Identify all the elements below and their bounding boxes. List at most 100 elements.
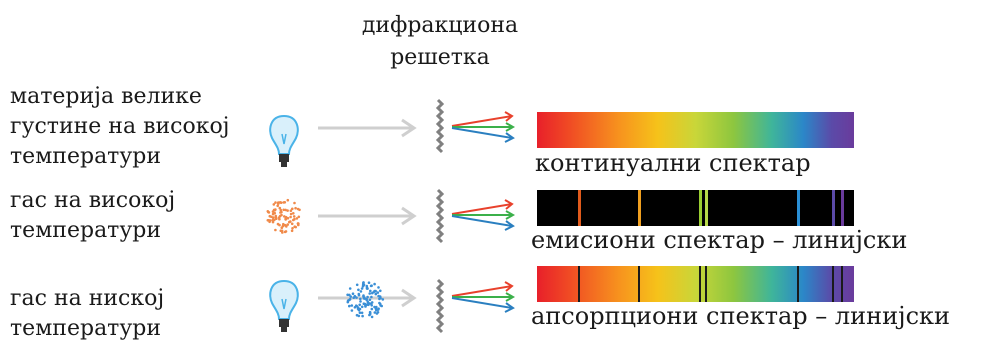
gas-particle: [293, 201, 296, 205]
gas-particle: [366, 300, 370, 304]
gas-particle: [369, 289, 372, 293]
gas-particle: [353, 306, 357, 309]
gas-particle: [286, 209, 289, 212]
row1-label: материја велике густине на високој темпе…: [10, 82, 230, 172]
gas-particle: [373, 305, 376, 309]
gas-particle: [273, 218, 276, 222]
gas-particle: [350, 309, 354, 312]
gas-particle: [266, 210, 270, 213]
absorption-line: [638, 266, 641, 302]
gas-particle: [373, 282, 376, 286]
gas-particle: [362, 281, 365, 284]
gas-particle: [367, 281, 371, 285]
continuous-spectrum: [537, 112, 854, 148]
gas-particle: [278, 214, 282, 218]
row1-label-line1: материја велике: [10, 84, 202, 109]
gas-particle: [355, 313, 359, 317]
gas-particle: [366, 287, 369, 290]
gas-particle: [370, 295, 373, 299]
gas-particle: [279, 211, 282, 214]
row1-light-arrow: [318, 118, 417, 138]
lightbulb-icon-row3: [269, 279, 299, 332]
gas-particle: [360, 287, 364, 290]
row1-label-line3: температури: [10, 144, 162, 169]
gas-particle: [274, 228, 277, 232]
gas-particle: [365, 284, 369, 288]
grating-title-line1: дифракциона: [361, 13, 519, 38]
gas-particle: [368, 298, 372, 302]
gas-particle: [360, 311, 364, 315]
gas-particle: [272, 203, 276, 206]
row2-dispersed-rays: [451, 199, 516, 231]
gas-particle: [367, 303, 370, 307]
gas-particle: [296, 207, 300, 211]
cool-gas-cloud-icon: [346, 281, 385, 319]
gas-particle: [290, 229, 294, 233]
gas-particle: [292, 215, 296, 218]
emission-line: [841, 190, 845, 226]
gas-particle: [368, 292, 372, 295]
emission-line: [796, 190, 800, 226]
gas-particle: [294, 206, 297, 210]
emission-spectrum-label: емисиони спектар – линијски: [531, 226, 908, 254]
gas-particle: [271, 216, 275, 219]
row3-dispersed-rays: [451, 281, 516, 313]
gas-particle: [370, 304, 374, 307]
lightbulb-icon: [269, 114, 299, 167]
gas-particle: [286, 216, 290, 220]
row3-label-line1: гас на ниској: [10, 286, 165, 311]
gas-particle: [278, 223, 281, 227]
gas-particle: [289, 212, 293, 216]
absorption-spectrum: [537, 266, 854, 302]
row3-grating: [435, 278, 445, 334]
gas-particle: [359, 290, 363, 293]
row3-label: гас на ниској температури: [10, 284, 164, 344]
emission-line: [698, 190, 702, 226]
gas-particle: [361, 285, 365, 288]
gas-particle: [295, 217, 299, 220]
gas-particle: [266, 219, 270, 222]
gas-particle: [380, 304, 384, 308]
gas-particle: [268, 214, 272, 218]
gas-particle: [351, 292, 355, 296]
gas-particle: [375, 312, 379, 315]
gas-particle: [294, 225, 298, 229]
absorption-line: [698, 266, 701, 302]
grating-title-line2: решетка: [390, 45, 490, 70]
gas-particle: [286, 223, 290, 226]
gas-particle: [291, 207, 294, 211]
gas-particle: [279, 201, 283, 204]
emission-line: [831, 190, 835, 226]
gas-particle: [278, 206, 282, 210]
gas-particle: [296, 222, 300, 225]
emission-line: [578, 190, 582, 226]
gas-particle: [290, 222, 294, 226]
gas-particle: [378, 301, 381, 305]
row1-grating: [435, 98, 445, 154]
gas-particle: [374, 292, 378, 296]
row2-label-line2: температури: [10, 218, 162, 243]
gas-particle: [358, 311, 362, 315]
gas-particle: [369, 284, 373, 288]
gas-particle: [381, 298, 385, 301]
gas-particle: [365, 297, 368, 301]
gas-particle: [364, 305, 367, 308]
gas-particle: [274, 201, 277, 204]
gas-particle: [376, 291, 380, 294]
gas-particle: [281, 224, 285, 228]
emission-spectrum: [537, 190, 854, 226]
gas-particle: [360, 305, 364, 309]
gas-particle: [283, 223, 287, 227]
gas-particle: [357, 293, 361, 297]
row2-label: гас на високој температури: [10, 186, 175, 246]
gas-particle: [346, 300, 350, 304]
gas-particle: [292, 212, 295, 215]
gas-particle: [355, 283, 359, 287]
gas-particle: [359, 297, 362, 301]
gas-particle: [368, 313, 372, 316]
gas-particle: [292, 218, 295, 222]
absorption-line: [841, 266, 844, 302]
gas-particle: [284, 230, 288, 233]
continuous-spectrum-label: континуални спектар: [535, 149, 811, 177]
